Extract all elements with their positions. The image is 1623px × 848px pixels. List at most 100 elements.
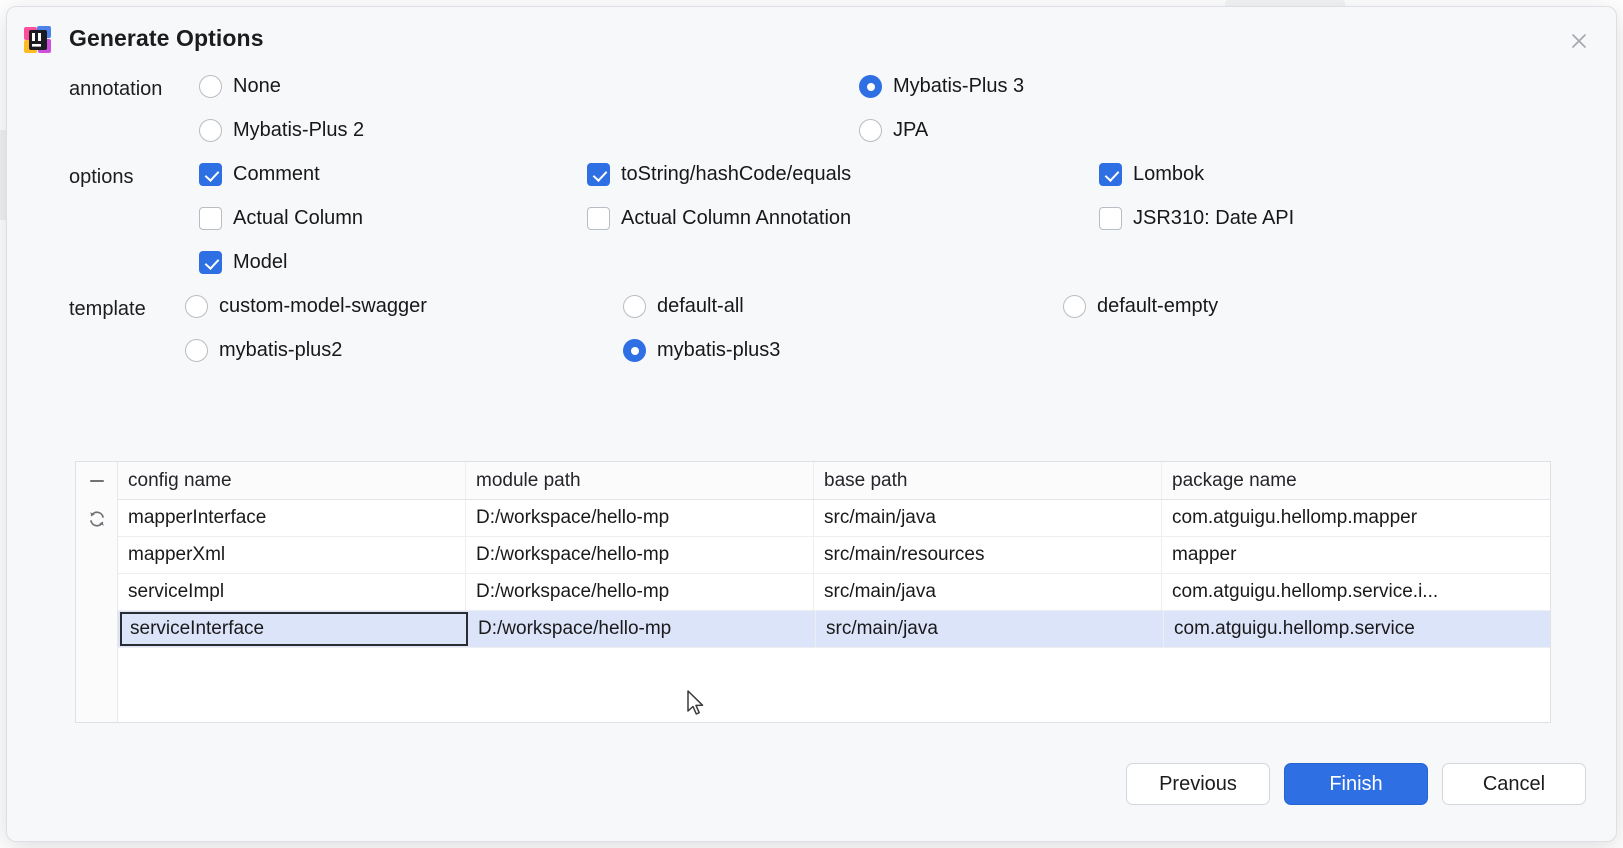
options-label: options (69, 166, 134, 188)
checkbox-label: Model (233, 251, 288, 273)
config-table: config name module path base path packag… (75, 461, 1551, 723)
finish-button[interactable]: Finish (1284, 763, 1428, 805)
cell-config-name[interactable]: serviceImpl (118, 574, 466, 610)
cell-package-name[interactable]: mapper (1172, 544, 1237, 565)
cell-module-path[interactable]: D:/workspace/hello-mp (468, 611, 816, 647)
cell-package-name[interactable]: com.atguigu.hellomp.service.i... (1172, 581, 1439, 602)
close-icon[interactable] (1562, 24, 1596, 58)
options-row-1: options Comment toString/hashCode/equals… (7, 157, 1616, 201)
checkbox-indicator (1099, 163, 1122, 186)
annotation-row-1: annotation None Mybatis-Plus 3 (7, 69, 1616, 113)
radio-label: default-all (657, 295, 744, 317)
previous-button[interactable]: Previous (1126, 763, 1270, 805)
footer-buttons: Previous Finish Cancel (1126, 763, 1586, 805)
table-row[interactable]: mapperXml D:/workspace/hello-mp src/main… (118, 537, 1550, 574)
dialog-footer: Previous Finish Cancel (7, 749, 1616, 841)
gutter-spacer (76, 537, 117, 574)
radio-indicator (185, 339, 208, 362)
radio-indicator (1063, 295, 1086, 318)
checkbox-label: Actual Column Annotation (621, 207, 852, 229)
table-row[interactable]: serviceImpl D:/workspace/hello-mp src/ma… (118, 574, 1550, 611)
cell-config-name-editing[interactable]: serviceInterface (120, 612, 468, 646)
radio-template-mybatis-plus3[interactable]: mybatis-plus3 (623, 339, 780, 362)
cancel-button[interactable]: Cancel (1442, 763, 1586, 805)
radio-label: Mybatis-Plus 3 (893, 75, 1025, 97)
generate-options-dialog: Generate Options annotation None Mybatis… (6, 6, 1617, 842)
template-row-1: template custom-model-swagger default-al… (7, 289, 1616, 333)
radio-label: custom-model-swagger (219, 295, 427, 317)
background-toolwindow-strip (0, 130, 8, 220)
column-header-package-name[interactable]: package name (1172, 469, 1297, 491)
radio-annotation-mybatis-plus-2[interactable]: Mybatis-Plus 2 (199, 119, 364, 142)
radio-template-default-empty[interactable]: default-empty (1063, 295, 1218, 318)
checkbox-comment[interactable]: Comment (199, 163, 320, 186)
cell-config-name[interactable]: mapperInterface (118, 500, 466, 536)
minus-icon[interactable] (76, 462, 117, 500)
column-header-config-name[interactable]: config name (118, 462, 466, 499)
table-header-row: config name module path base path packag… (118, 462, 1550, 500)
dialog-title: Generate Options (69, 25, 264, 51)
cell-package-name[interactable]: com.atguigu.hellomp.service (1174, 618, 1415, 639)
table-row[interactable]: mapperInterface D:/workspace/hello-mp sr… (118, 500, 1550, 537)
checkbox-indicator (1099, 207, 1122, 230)
checkbox-label: Actual Column (233, 207, 364, 229)
radio-indicator (199, 75, 222, 98)
radio-template-mybatis-plus2[interactable]: mybatis-plus2 (185, 339, 342, 362)
radio-label: None (233, 75, 281, 97)
checkbox-actual-column-annotation[interactable]: Actual Column Annotation (587, 207, 851, 230)
radio-annotation-none[interactable]: None (199, 75, 281, 98)
radio-indicator (199, 119, 222, 142)
checkbox-indicator (587, 207, 610, 230)
checkbox-actual-column[interactable]: Actual Column (199, 207, 363, 230)
radio-label: mybatis-plus2 (219, 339, 343, 361)
radio-indicator (859, 75, 882, 98)
radio-indicator (185, 295, 208, 318)
dialog-titlebar: Generate Options (7, 7, 1616, 69)
checkbox-indicator (587, 163, 610, 186)
template-label: template (69, 298, 146, 320)
radio-template-custom-model-swagger[interactable]: custom-model-swagger (185, 295, 427, 318)
options-row-3: Model (7, 245, 1616, 289)
column-header-module-path[interactable]: module path (466, 462, 814, 499)
refresh-icon[interactable] (76, 500, 117, 537)
options-row-2: Actual Column Actual Column Annotation J… (7, 201, 1616, 245)
radio-indicator (623, 339, 646, 362)
table-body-area: config name module path base path packag… (118, 462, 1550, 722)
column-header-base-path[interactable]: base path (814, 462, 1162, 499)
radio-label: default-empty (1097, 295, 1219, 317)
checkbox-jsr310-date-api[interactable]: JSR310: Date API (1099, 207, 1294, 230)
options-form: annotation None Mybatis-Plus 3 Mybatis-P… (7, 69, 1616, 377)
gutter-spacer (76, 574, 117, 611)
cell-module-path[interactable]: D:/workspace/hello-mp (466, 500, 814, 536)
checkbox-tostring-hashcode-equals[interactable]: toString/hashCode/equals (587, 163, 851, 186)
checkbox-indicator (199, 163, 222, 186)
cell-module-path[interactable]: D:/workspace/hello-mp (466, 574, 814, 610)
cell-base-path[interactable]: src/main/java (814, 500, 1162, 536)
radio-label: JPA (893, 119, 929, 141)
cell-base-path[interactable]: src/main/java (814, 574, 1162, 610)
cell-package-name[interactable]: com.atguigu.hellomp.mapper (1172, 507, 1418, 528)
radio-indicator (859, 119, 882, 142)
table-gutter (76, 462, 118, 722)
checkbox-label: Lombok (1133, 163, 1205, 185)
checkbox-model[interactable]: Model (199, 251, 287, 274)
cell-module-path[interactable]: D:/workspace/hello-mp (466, 537, 814, 573)
radio-template-default-all[interactable]: default-all (623, 295, 744, 318)
annotation-row-2: Mybatis-Plus 2 JPA (7, 113, 1616, 157)
cell-config-name[interactable]: mapperXml (118, 537, 466, 573)
checkbox-lombok[interactable]: Lombok (1099, 163, 1204, 186)
checkbox-label: JSR310: Date API (1133, 207, 1295, 229)
table-row-selected[interactable]: serviceInterface D:/workspace/hello-mp s… (118, 611, 1550, 648)
template-row-2: mybatis-plus2 mybatis-plus3 (7, 333, 1616, 377)
cell-base-path[interactable]: src/main/java (816, 611, 1164, 647)
annotation-label: annotation (69, 78, 163, 100)
checkbox-label: toString/hashCode/equals (621, 163, 852, 185)
radio-indicator (623, 295, 646, 318)
radio-annotation-jpa[interactable]: JPA (859, 119, 928, 142)
gutter-spacer (76, 611, 117, 648)
cell-base-path[interactable]: src/main/resources (814, 537, 1162, 573)
checkbox-indicator (199, 251, 222, 274)
radio-annotation-mybatis-plus-3[interactable]: Mybatis-Plus 3 (859, 75, 1024, 98)
intellij-idea-icon (21, 23, 55, 57)
checkbox-indicator (199, 207, 222, 230)
